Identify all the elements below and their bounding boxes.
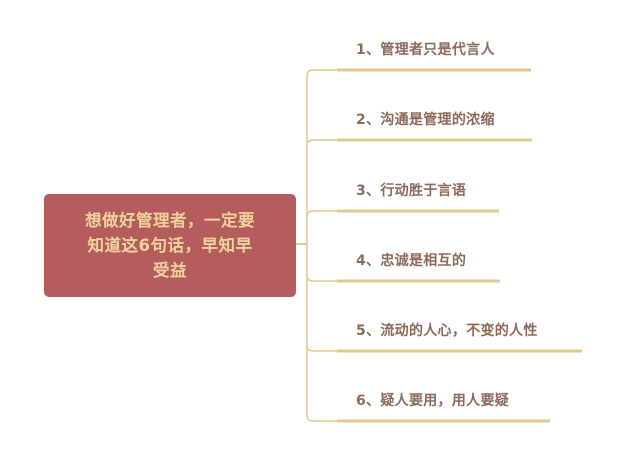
branch-topic-4[interactable]: 4、忠诚是相互的 — [356, 253, 467, 269]
trunk-line — [306, 69, 337, 422]
branch-topic-3[interactable]: 3、行动胜于言语 — [356, 183, 467, 199]
central-topic-line-3: 受益 — [153, 261, 187, 280]
central-topic-line-1: 想做好管理者，一定要 — [85, 211, 255, 230]
branch-topic-2[interactable]: 2、沟通是管理的浓缩 — [356, 112, 495, 128]
central-topic[interactable]: 想做好管理者，一定要 知道这6句话，早知早 受益 — [44, 194, 296, 297]
branch-topic-6[interactable]: 6、疑人要用，用人要疑 — [356, 393, 510, 409]
branch-connector-2 — [306, 139, 337, 147]
central-topic-line-2: 知道这6句话，早知早 — [87, 236, 253, 255]
central-topic-text: 想做好管理者，一定要 知道这6句话，早知早 受益 — [85, 208, 255, 283]
branch-topic-1[interactable]: 1、管理者只是代言人 — [356, 42, 495, 58]
branch-connector-3 — [306, 210, 337, 218]
branch-connector-5 — [306, 344, 337, 352]
branch-connector-4 — [306, 274, 337, 282]
branch-topic-5[interactable]: 5、流动的人心，不变的人性 — [356, 323, 538, 339]
